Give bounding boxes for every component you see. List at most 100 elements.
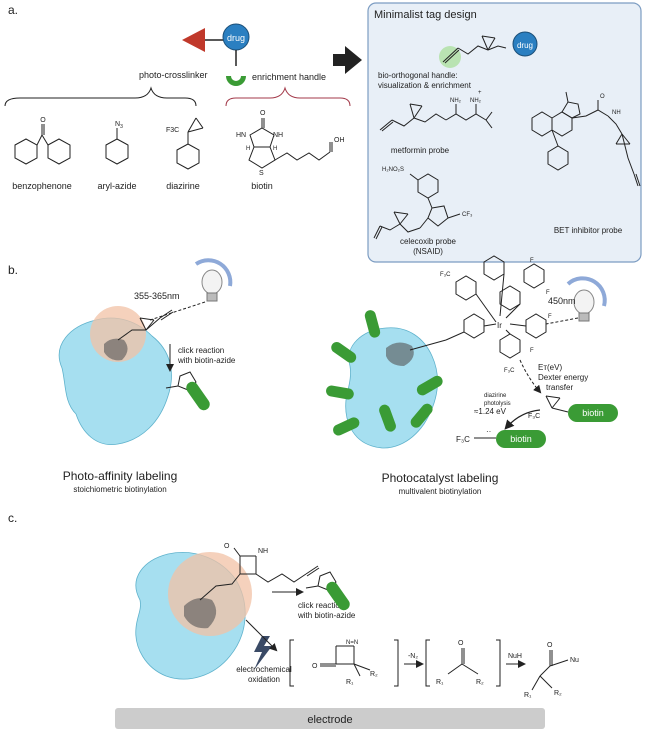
metformin-plus: + <box>478 90 482 96</box>
crosslinker-triangle-icon <box>182 28 205 52</box>
dexter-2: transfer <box>546 383 573 392</box>
bound-ligand-left <box>104 338 128 361</box>
biotin-h2: H <box>273 146 277 152</box>
tag-drug-label: drug <box>517 41 533 50</box>
electrode-bar <box>115 708 545 729</box>
photo-crosslinker-label: photo-crosslinker <box>139 70 208 80</box>
bet-o: O <box>600 94 605 100</box>
scheme-o3: O <box>547 642 553 649</box>
electro-1: electrochemical <box>236 665 292 674</box>
electro-2: oxidation <box>248 675 280 684</box>
light-bulb-right-icon <box>566 276 607 322</box>
bio-handle-label-2: visualization & enrichment <box>378 81 472 90</box>
scheme-r2b: R₂ <box>476 679 484 686</box>
scheme-r2a: R₂ <box>370 671 378 678</box>
metformin-structure <box>379 103 493 132</box>
metformin-probe-label: metformin probe <box>391 146 450 155</box>
scheme-r1a: R₁ <box>346 679 354 686</box>
c-nh-probe: NH <box>258 548 268 555</box>
biotin-pill-diazirine-label: biotin <box>582 408 604 418</box>
celecoxib-label-1: celecoxib probe <box>400 237 457 246</box>
photolysis-2: photolysis <box>484 401 511 407</box>
c-o-probe: O <box>224 543 230 550</box>
pcl-title: Photocatalyst labeling <box>382 471 499 485</box>
multivalent-biotin-tags <box>326 310 443 436</box>
bound-ligand-c <box>184 598 217 629</box>
tag-design-structure <box>442 35 507 64</box>
tag-design-title: Minimalist tag design <box>374 9 477 21</box>
aryl-azide-structure <box>105 128 129 165</box>
pcl-subtitle: multivalent biotinylation <box>399 487 482 496</box>
carbene-dots: ·· <box>486 427 491 436</box>
benzophenone-o: O <box>40 117 46 124</box>
electro-arrow <box>245 619 278 652</box>
biotin-h1: H <box>246 146 250 152</box>
biotin-pill-carbene-label: biotin <box>510 434 532 444</box>
celecoxib-label-2: (NSAID) <box>413 247 443 256</box>
bet-probe-label: BET inhibitor probe <box>554 226 623 235</box>
handle-highlight-circle <box>439 46 461 68</box>
crosslinker-brace <box>4 86 197 107</box>
scheme-o2: O <box>458 640 464 647</box>
tag-drug-circle-icon <box>512 31 538 57</box>
bet-probe-structure <box>531 91 641 187</box>
design-arrow-icon <box>333 46 362 74</box>
cf3-b: F₃C <box>504 368 515 374</box>
biotin-structure <box>248 118 333 169</box>
bet-nh: NH <box>612 110 621 116</box>
biotin-s: S <box>259 170 264 177</box>
wavelength-left: 355-365nm <box>134 291 180 301</box>
electrode-label: electrode <box>307 714 352 726</box>
celecoxib-h2no2s: H₂NO₂S <box>382 167 404 173</box>
iridium-center: Ir <box>497 321 502 330</box>
handle-brace <box>225 86 351 107</box>
biotin-hn: HN <box>236 132 246 139</box>
scheme-n2-loss: -N₂ <box>408 653 418 660</box>
scheme-r1b: R₁ <box>436 679 444 686</box>
photolysis-1: diazirine <box>484 393 507 399</box>
scheme-r1c: R₁ <box>524 692 532 699</box>
f-a: F <box>530 258 534 264</box>
dexter-1: Dexter energy <box>538 373 588 382</box>
diazetidinone-probe <box>199 547 320 601</box>
scheme-nu: Nu <box>570 657 579 664</box>
f-b: F <box>546 290 550 296</box>
wavelength-right: 450nm <box>548 296 576 306</box>
aryl-azide-label: aryl-azide <box>97 181 136 191</box>
scheme-o1: O <box>312 663 318 670</box>
biotin-pill-carbene <box>496 430 546 448</box>
cf3-a: F₃C <box>440 272 451 278</box>
diazirine-structure <box>176 117 204 170</box>
biotin-oh: OH <box>334 137 345 144</box>
f3c-diazirine: F₃C <box>528 413 540 420</box>
biotin-tag-c <box>326 581 350 611</box>
energy-transfer-arrow <box>519 359 542 394</box>
ir-photocatalyst <box>409 255 547 359</box>
enrichment-handle-icon <box>226 76 246 86</box>
click-left-1: click reaction <box>178 346 224 355</box>
panel-b-label: b. <box>8 263 18 277</box>
f-c: F <box>548 314 552 320</box>
f-d: F <box>530 348 534 354</box>
bio-handle-label-1: bio-orthogonal handle: <box>378 71 458 80</box>
click-left-2: with biotin-azide <box>177 356 236 365</box>
diazirine-label: diazirine <box>166 181 200 191</box>
metformin-nh2b: NH₂ <box>470 98 482 104</box>
diazirine-f3c: F3C <box>166 127 179 134</box>
azide-n: N3 <box>115 121 123 130</box>
biotin-pill-diazirine <box>568 404 618 422</box>
scheme-n1: N=N <box>346 640 358 646</box>
celecoxib-cf3: CF₃ <box>462 212 473 218</box>
photolysis-energy: ≈1.24 eV <box>474 407 507 416</box>
pal-subtitle: stoichiometric biotinylation <box>73 485 166 494</box>
metformin-nh2a: NH₂ <box>450 98 462 104</box>
biotin-label: biotin <box>251 181 273 191</box>
photolysis-arrow <box>504 409 541 430</box>
diazirine-biotin-right <box>545 395 569 413</box>
panel-a-label: a. <box>8 3 18 17</box>
lightning-icon <box>254 636 272 670</box>
pal-title: Photo-affinity labeling <box>63 469 178 483</box>
et-label: Eᴛ(eV) <box>538 363 562 372</box>
reaction-scheme <box>289 639 569 691</box>
